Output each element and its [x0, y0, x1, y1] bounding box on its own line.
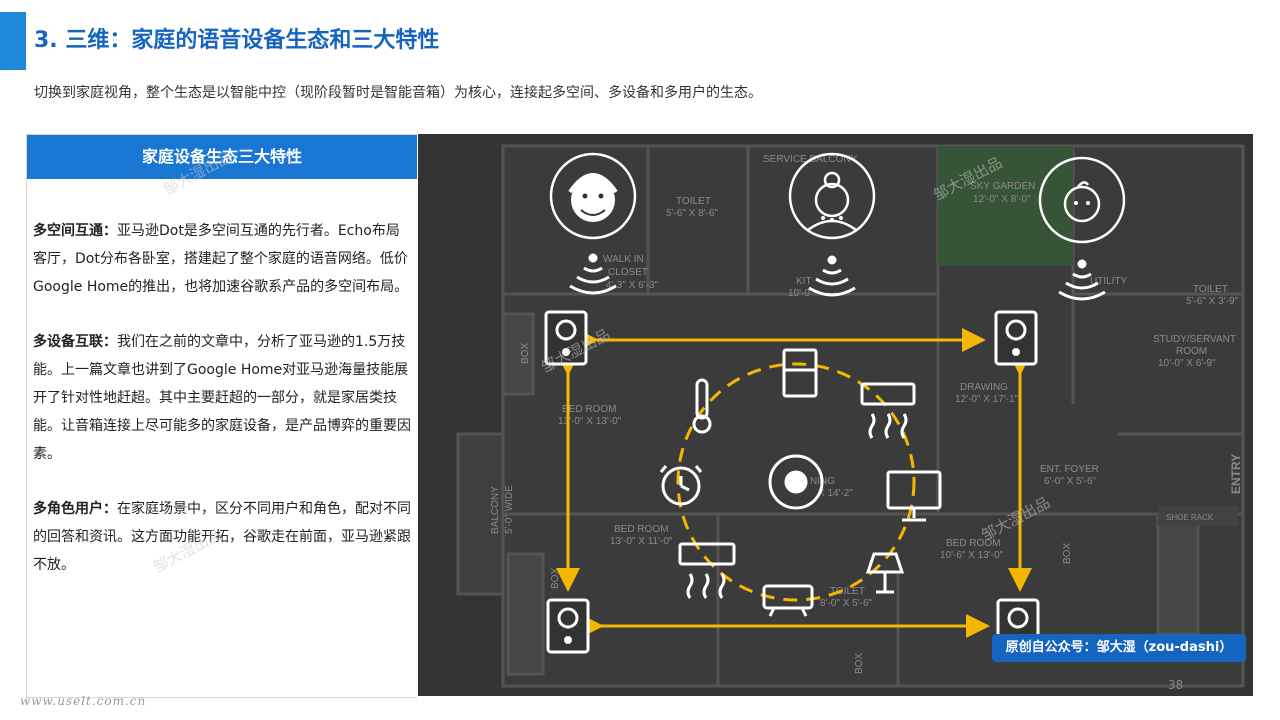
- room-dim: 12'-0" X 17'-1": [955, 394, 1019, 405]
- room-label: TOILET: [830, 586, 865, 597]
- man-avatar-icon: [549, 152, 637, 240]
- refrigerator-icon: [782, 348, 818, 398]
- room-dim: 5'-0" WIDE: [504, 485, 515, 534]
- feature-text: 我们在之前的文章中，分析了亚马逊的1.5万技能。上一篇文章也讲到了Google …: [33, 334, 411, 462]
- voice-wave-icon: [1058, 259, 1106, 301]
- voice-wave-icon: [808, 255, 856, 297]
- floorplan-svg: SERVICE BALCONY TOILET 5'-6" X 8'-6" WAL…: [418, 134, 1253, 696]
- room-dim: 5'-6" X 3'-9": [1186, 296, 1239, 307]
- feature-multi-user: 多角色用户：在家庭场景中，区分不同用户和角色，配对不同的回答和资讯。这方面功能开…: [33, 495, 411, 579]
- floorplan-illustration: SERVICE BALCONY TOILET 5'-6" X 8'-6" WAL…: [418, 134, 1253, 696]
- room-dim: 10'-6" X 13'-0": [940, 550, 1004, 561]
- floor-lamp-icon: [865, 552, 905, 594]
- page-number: 38: [1168, 678, 1184, 692]
- air-conditioner-icon: [678, 542, 736, 599]
- room-label: SKY GARDEN: [970, 181, 1035, 192]
- room-label: BOX: [550, 568, 561, 589]
- room-label: BED ROOM: [946, 538, 1000, 549]
- feature-label: 多角色用户：: [33, 501, 117, 517]
- feature-multi-device: 多设备互联：我们在之前的文章中，分析了亚马逊的1.5万技能。上一篇文章也讲到了G…: [33, 328, 411, 468]
- page-title: 3. 三维：家庭的语音设备生态和三大特性: [34, 28, 440, 53]
- features-panel: 家庭设备生态三大特性 多空间互通：亚马逊Dot是多空间互通的先行者。Echo布局…: [26, 134, 417, 698]
- entry-label: ENTRY: [1229, 454, 1243, 494]
- room-dim: 10'-0": [788, 288, 814, 299]
- site-url-watermark: www.uselt.com.cn: [20, 694, 147, 708]
- room-label: BALCONY: [490, 486, 501, 534]
- room-label: SHOE RACK: [1166, 513, 1214, 522]
- thermometer-icon: [692, 378, 712, 434]
- connector-lines: [556, 328, 1032, 638]
- room-dim: 13'-0" X 11'-0": [610, 536, 673, 547]
- room-dim: 8'-0" X 5'-6": [820, 598, 873, 609]
- monitor-icon: [886, 470, 942, 522]
- room-dim: 12'-0" X 8'-0": [973, 194, 1031, 205]
- room-label: BED ROOM: [614, 524, 668, 535]
- room-label: BED ROOM: [562, 404, 616, 415]
- woman-avatar-icon: [788, 152, 876, 240]
- projector-icon: [762, 584, 814, 617]
- page-subtitle: 切换到家庭视角，整个生态是以智能中控（现阶段暂时是智能音箱）为核心，连接起多空间…: [34, 85, 762, 101]
- feature-text: 亚马逊Dot是多空间互通的先行者。Echo布局客厅，Dot分布各卧室，搭建起了整…: [33, 223, 409, 295]
- title-accent-bar: [0, 12, 26, 70]
- device-ring: [676, 362, 916, 602]
- room-dim: 4'-3" X 6'-3": [606, 280, 659, 291]
- room-dim: 6'-0" X 5'-6": [1044, 476, 1097, 487]
- child-avatar-icon: [1038, 156, 1126, 244]
- panel-body: 多空间互通：亚马逊Dot是多空间互通的先行者。Echo布局客厅，Dot分布各卧室…: [27, 179, 417, 579]
- sky-garden-area: [938, 146, 1073, 266]
- shoe-rack-area: [1158, 506, 1238, 526]
- speaker-icon: [544, 310, 588, 366]
- source-badge: 原创自公众号：邹大湿（zou-dashi）: [992, 634, 1246, 662]
- voice-wave-icon: [569, 253, 617, 295]
- room-label: UTILITY: [1090, 276, 1128, 287]
- speaker-icon: [546, 598, 590, 654]
- feature-text: 在家庭场景中，区分不同用户和角色，配对不同的回答和资讯。这方面功能开拓，谷歌走在…: [33, 501, 411, 573]
- room-label: BOX: [854, 653, 865, 674]
- room-label: BOX: [1062, 543, 1073, 564]
- speaker-icon: [994, 310, 1038, 366]
- feature-label: 多空间互通：: [33, 223, 117, 239]
- smart-hub-icon: [768, 454, 824, 510]
- panel-heading: 家庭设备生态三大特性: [27, 135, 417, 179]
- room-label: STUDY/SERVANT: [1153, 334, 1236, 345]
- room-label: TOILET: [676, 196, 711, 207]
- room-dim: 10'-0" X 6'-9": [1158, 358, 1216, 369]
- room-dim: 13'-0" X 13'-0": [558, 416, 622, 427]
- room-label: DRAWING: [960, 382, 1008, 393]
- room-dim: 5'-6" X 8'-6": [666, 208, 719, 219]
- image-overlay: [418, 134, 1253, 696]
- feature-label: 多设备互联：: [33, 334, 117, 350]
- room-label: KIT: [796, 276, 812, 287]
- room-label: BOX: [520, 343, 531, 364]
- room-label: TOILET: [1193, 284, 1228, 295]
- air-conditioner-icon: [860, 382, 916, 439]
- room-dim: X 14'-2": [818, 488, 853, 499]
- room-label: ROOM: [1176, 346, 1207, 357]
- feature-multi-space: 多空间互通：亚马逊Dot是多空间互通的先行者。Echo布局客厅，Dot分布各卧室…: [33, 217, 411, 301]
- room-label: WALK IN: [603, 254, 644, 265]
- room-label: ENT. FOYER: [1040, 464, 1099, 475]
- alarm-clock-icon: [659, 465, 703, 506]
- room-label: CLOSET: [608, 267, 648, 278]
